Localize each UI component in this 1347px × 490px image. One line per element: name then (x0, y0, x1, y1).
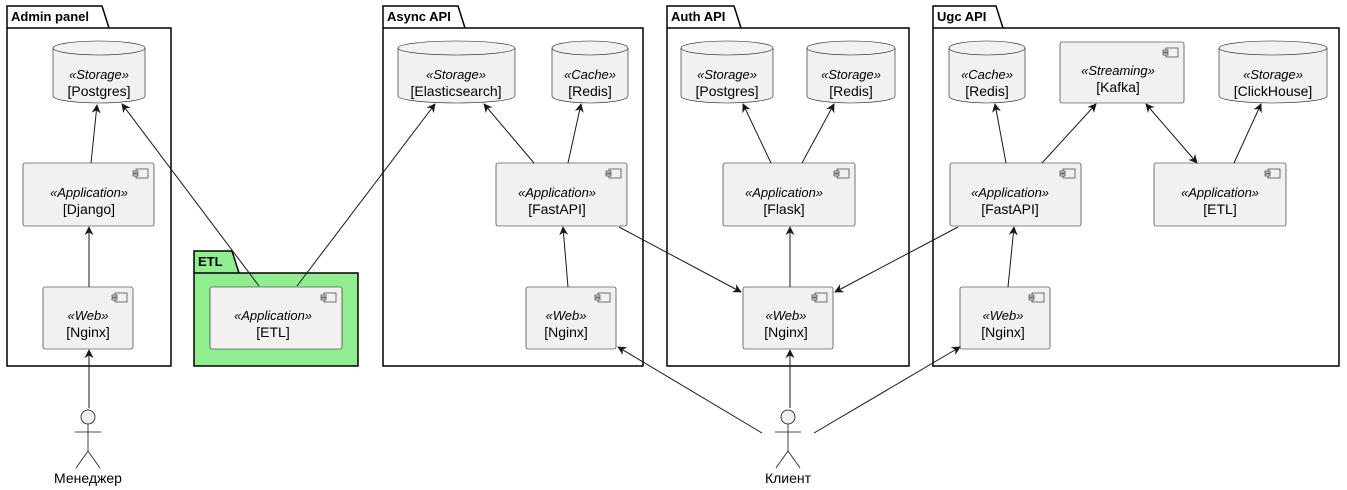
node-stereotype: «Storage» (69, 67, 129, 82)
component-async-nginx: «Web» [Nginx] (525, 286, 617, 350)
actor-client: Клиент (765, 409, 812, 486)
edges (84, 103, 1262, 434)
node-stereotype: «Web» (546, 308, 587, 323)
storage-node-auth-redis: «Storage» [Redis] (806, 40, 896, 104)
component-ugc-kafka: «Streaming» [Kafka] (1059, 41, 1185, 104)
edge-nginx-to-fastapi (1007, 226, 1018, 288)
package-title: Admin panel (11, 9, 89, 24)
component-ugc-fastapi: «Application» [FastAPI] (949, 162, 1082, 227)
node-stereotype: «Application» (971, 185, 1049, 200)
node-stereotype: «Application» (745, 185, 823, 200)
edge-django-to-postgres (90, 104, 101, 164)
package-title: Auth API (671, 9, 725, 24)
component-ugc-nginx: «Web» [Nginx] (959, 286, 1051, 350)
node-stereotype: «Application» (518, 185, 596, 200)
node-label: [ETL] (256, 324, 289, 340)
node-label: [Kafka] (1096, 79, 1140, 95)
node-stereotype: «Storage» (821, 67, 881, 82)
component-icon (1162, 47, 1179, 58)
package-title: Ugc API (937, 9, 986, 24)
node-label: [Nginx] (981, 324, 1025, 340)
component-admin-nginx: «Web» [Nginx] (42, 286, 134, 350)
node-label: [Postgres] (695, 83, 758, 99)
component-icon (132, 168, 149, 179)
node-label: [Redis] (568, 83, 612, 99)
node-label: [Redis] (965, 83, 1009, 99)
edge-client-to-ugc-nginx (813, 346, 961, 434)
component-icon (594, 292, 611, 303)
component-icon (811, 292, 828, 303)
actor-manager: Менеджер (54, 409, 122, 486)
package-title: Async API (387, 9, 451, 24)
actor-label: Клиент (765, 470, 812, 486)
component-auth-nginx: «Web» [Nginx] (742, 286, 834, 350)
package-title: ETL (198, 254, 223, 269)
component-icon (605, 168, 622, 179)
node-stereotype: «Storage» (426, 67, 486, 82)
edge-client-to-async-nginx (617, 346, 763, 434)
storage-node-async-elasticsearch: «Storage» [Elasticsearch] (397, 40, 516, 104)
component-icon (111, 292, 128, 303)
node-stereotype: «Web» (68, 308, 109, 323)
component-icon (1264, 168, 1281, 179)
node-label: [Postgres] (67, 83, 130, 99)
component-icon (833, 168, 850, 179)
edge-etl-to-elasticsearch (296, 103, 436, 287)
node-label: [Flask] (763, 201, 804, 217)
component-icon (320, 292, 337, 303)
node-label: [Nginx] (66, 324, 110, 340)
component-icon (1028, 292, 1045, 303)
component-admin-django: «Application» [Django] (22, 162, 155, 227)
edge-flask-to-postgres (742, 103, 772, 164)
edge-etl-to-clickhouse (1233, 103, 1262, 164)
edge-flask-to-redis (801, 103, 835, 164)
cache-node-ugc-redis: «Cache» [Redis] (948, 40, 1026, 104)
component-icon (1059, 168, 1076, 179)
component-async-fastapi: «Application» [FastAPI] (495, 162, 628, 227)
actor-label: Менеджер (54, 470, 122, 486)
node-label: [Redis] (829, 83, 873, 99)
node-label: [Django] (63, 201, 115, 217)
node-stereotype: «Cache» (961, 67, 1013, 82)
node-label: [Nginx] (544, 324, 588, 340)
node-label: [ClickHouse] (1234, 83, 1313, 99)
edge-async-fastapi-to-auth-nginx (618, 226, 742, 293)
cache-node-async-redis: «Cache» [Redis] (551, 40, 629, 104)
component-ugc-etl: «Application» [ETL] (1153, 162, 1287, 227)
node-stereotype: «Cache» (564, 67, 616, 82)
node-stereotype: «Application» (50, 185, 128, 200)
edge-kafka-etl-bidirectional (1145, 103, 1198, 164)
node-stereotype: «Web» (983, 308, 1024, 323)
node-label: [FastAPI] (528, 201, 586, 217)
edge-etl-to-admin-postgres (121, 103, 260, 287)
storage-node-ugc-clickhouse: «Storage» [ClickHouse] (1218, 40, 1328, 104)
node-stereotype: «Storage» (697, 67, 757, 82)
node-stereotype: «Streaming» (1081, 63, 1155, 78)
edge-fastapi-to-redis (567, 103, 584, 164)
storage-node-auth-postgres: «Storage» [Postgres] (680, 40, 774, 104)
node-stereotype: «Application» (1181, 185, 1259, 200)
edge-fastapi-to-redis (992, 103, 1007, 164)
component-auth-flask: «Application» [Flask] (722, 162, 856, 227)
component-etl: «Application» [ETL] (209, 286, 343, 350)
edge-nginx-to-fastapi (559, 226, 569, 288)
node-label: [Nginx] (764, 324, 808, 340)
edge-fastapi-to-elasticsearch (483, 103, 535, 164)
node-stereotype: «Application» (234, 308, 312, 323)
node-stereotype: «Web» (766, 308, 807, 323)
node-label: [ETL] (1203, 201, 1236, 217)
storage-node-admin-postgres: «Storage» [Postgres] (52, 40, 146, 104)
node-label: [Elasticsearch] (410, 83, 501, 99)
edge-ugc-fastapi-to-auth-nginx (834, 226, 959, 293)
node-stereotype: «Storage» (1243, 67, 1303, 82)
node-label: [FastAPI] (981, 201, 1039, 217)
edge-fastapi-to-kafka (1041, 103, 1097, 164)
